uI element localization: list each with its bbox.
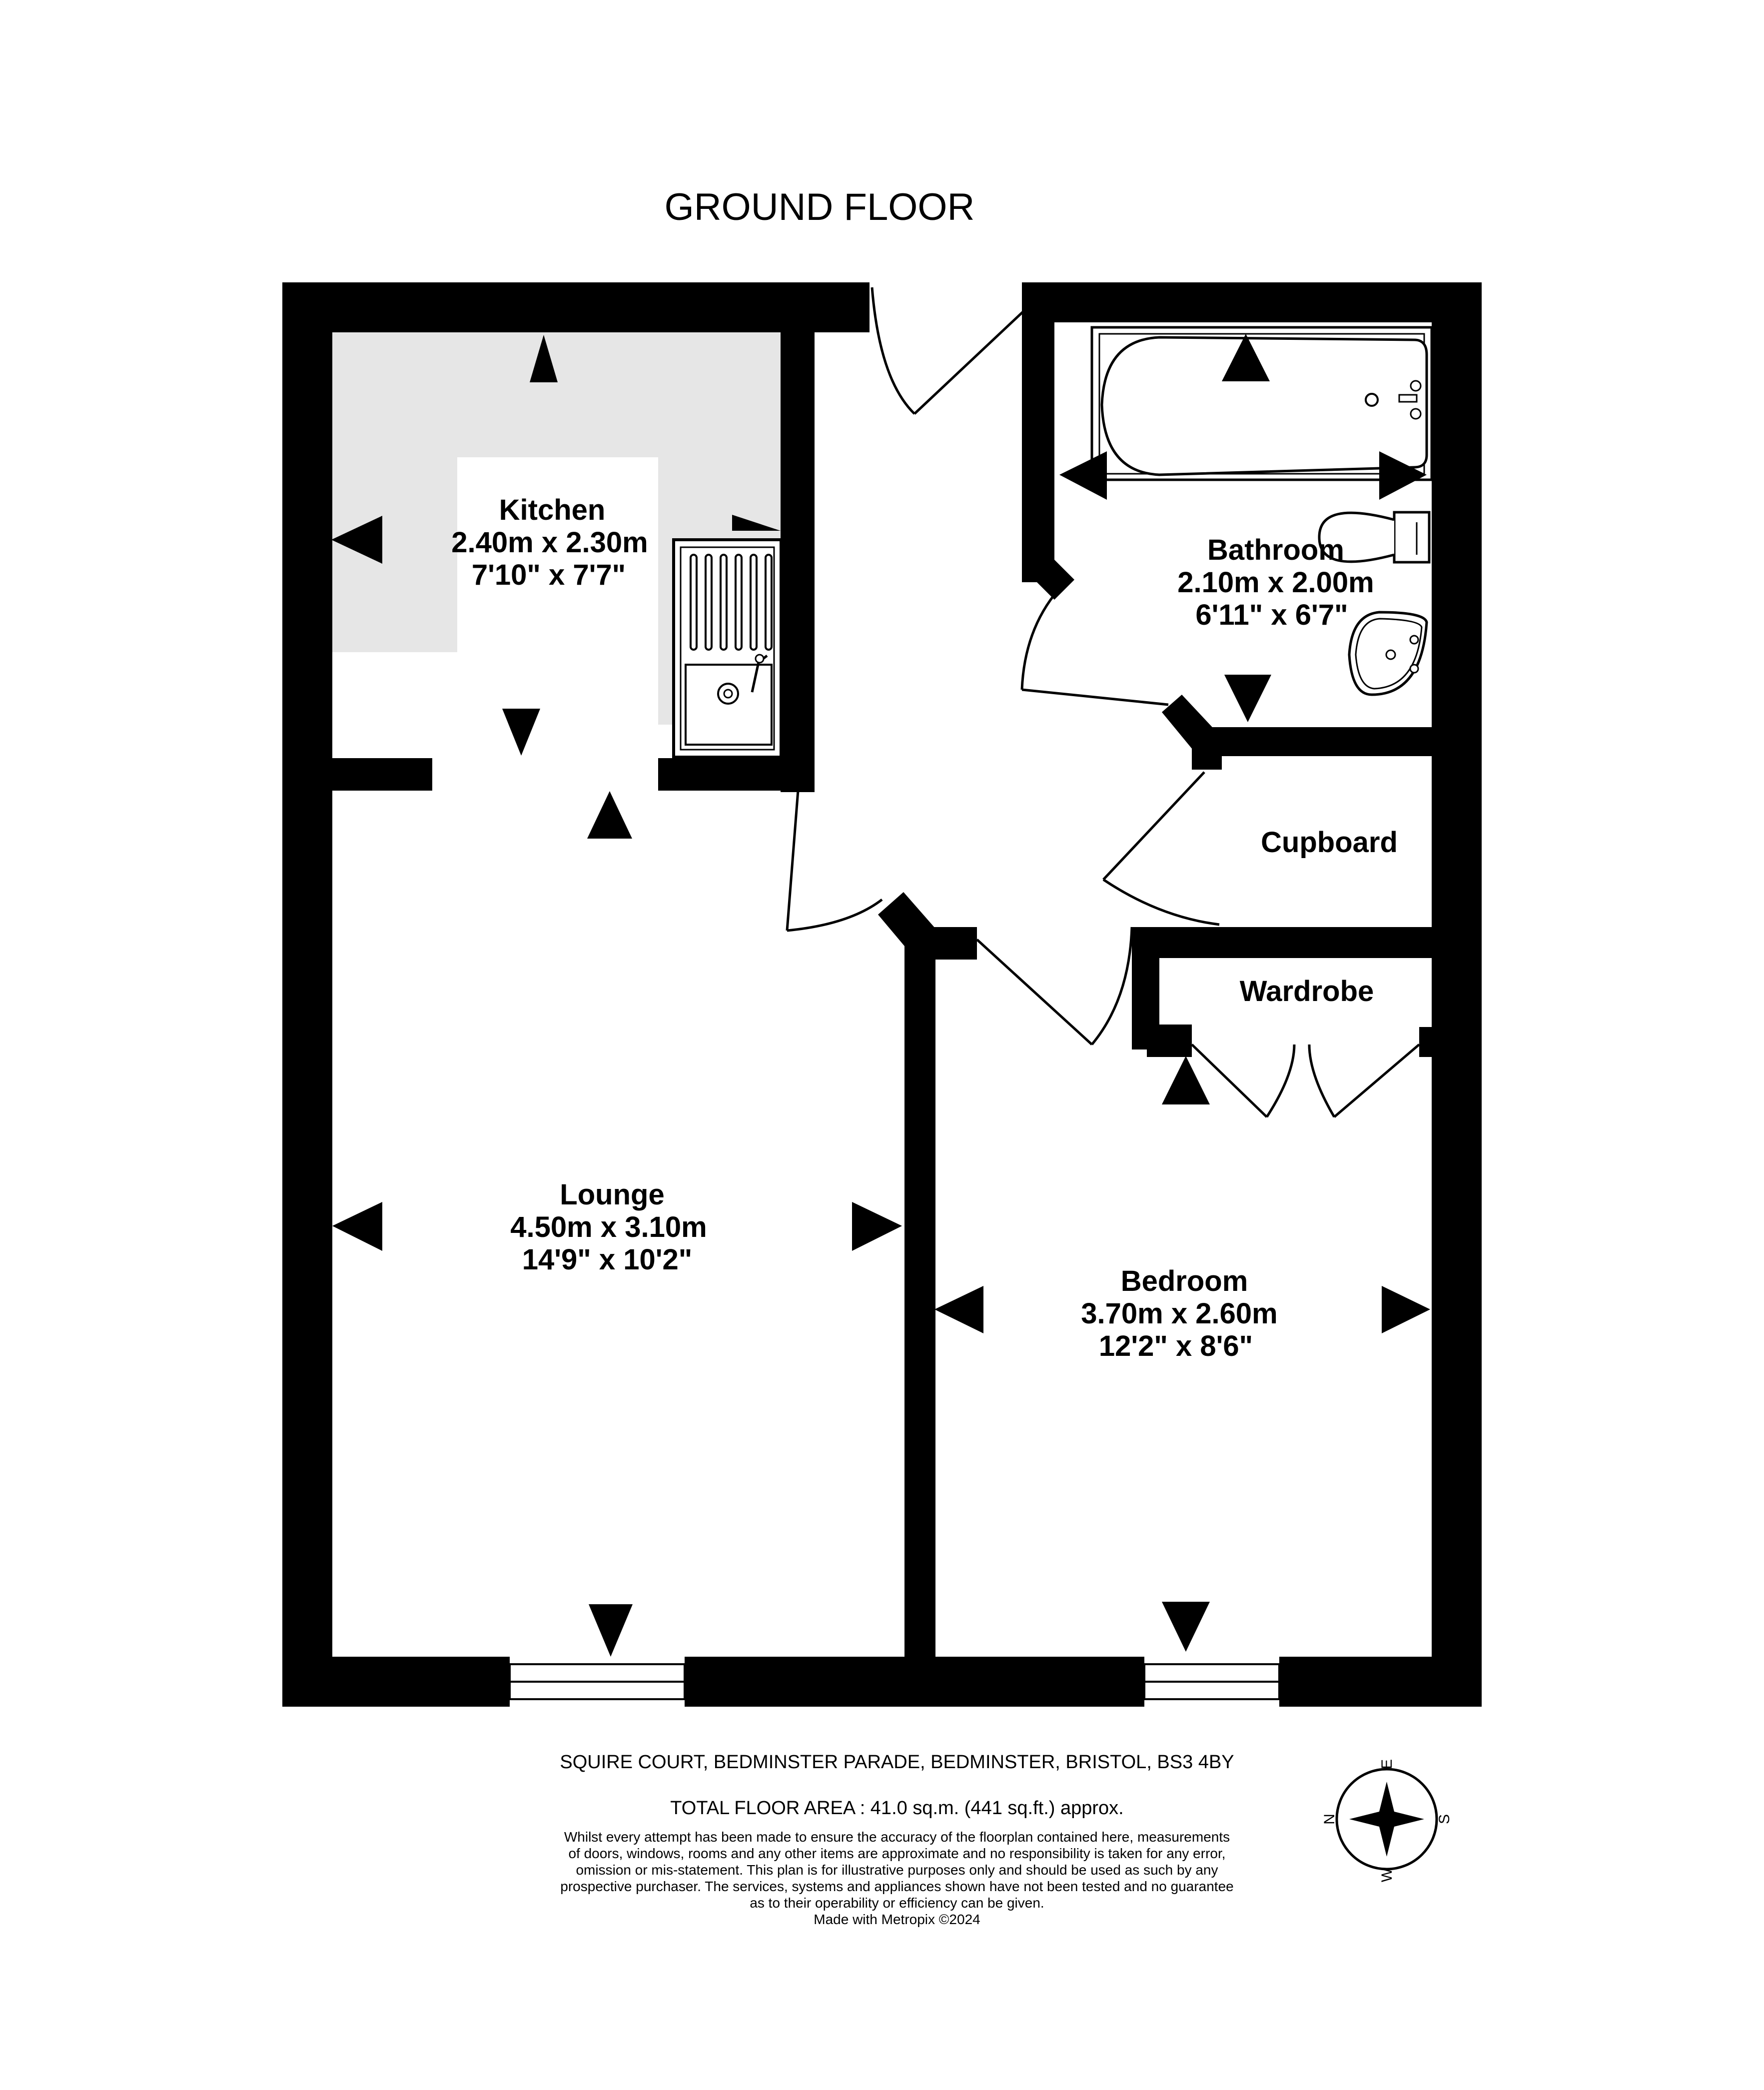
compass-n: N	[1321, 1814, 1338, 1825]
kitchen-label-bg	[457, 457, 658, 652]
bedroom-door	[976, 939, 1093, 1045]
bath-icon	[1090, 326, 1433, 481]
outer-wall-bottom-1	[282, 1657, 475, 1707]
disclaimer-line-2: of doors, windows, rooms and any other i…	[568, 1846, 1225, 1861]
sink-icon	[672, 538, 783, 759]
dimension-arrows	[331, 334, 1430, 1657]
bathroom-wall-angle	[1162, 695, 1219, 755]
lounge-door-swing	[787, 899, 883, 932]
window-lounge	[475, 1657, 720, 1707]
outer-wall-bottom-2	[720, 1657, 1109, 1707]
wardrobe-name: Wardrobe	[1240, 975, 1374, 1008]
bathroom-wall-left	[1022, 282, 1054, 582]
bedroom-door-swing	[1091, 927, 1133, 1045]
dimension-arrow-icon	[530, 335, 558, 382]
bathroom-name: Bathroom	[1207, 534, 1344, 566]
bathroom-door	[1021, 688, 1169, 706]
outer-wall-top-right	[1022, 282, 1482, 322]
floor-area-line: TOTAL FLOOR AREA : 41.0 sq.m. (441 sq.ft…	[670, 1798, 1123, 1819]
disclaimer-line-4: prospective purchaser. The services, sys…	[560, 1879, 1233, 1894]
window-bedroom	[1109, 1657, 1314, 1707]
kitchen-floor	[332, 332, 781, 725]
outer-wall-bottom-3	[1314, 1657, 1482, 1707]
dimension-arrow-icon	[1382, 1286, 1430, 1333]
dimension-arrow-icon	[1379, 451, 1427, 500]
dimension-arrow-icon	[1162, 1602, 1210, 1652]
dimension-arrow-icon	[587, 791, 632, 839]
dimension-arrow-icon	[331, 516, 382, 564]
kitchen-wall-right	[781, 332, 815, 792]
dimension-arrow-icon	[332, 1202, 382, 1251]
bathroom-wall-corner	[1034, 560, 1074, 600]
kitchen-metric: 2.40m x 2.30m	[451, 526, 648, 559]
compass-e: E	[1379, 1759, 1395, 1769]
dimension-arrow-icon	[589, 1604, 633, 1657]
floor-title: GROUND FLOOR	[665, 186, 975, 228]
walls	[282, 282, 1482, 1707]
bedroom-name: Bedroom	[1121, 1265, 1248, 1297]
dimension-arrow-icon	[732, 515, 781, 531]
compass-s: S	[1436, 1814, 1453, 1824]
credit-line: Made with Metropix ©2024	[814, 1912, 980, 1927]
entrance-door	[913, 310, 1024, 415]
disclaimer-line-1: Whilst every attempt has been made to en…	[564, 1829, 1230, 1845]
disclaimer-line-3: omission or mis-statement. This plan is …	[576, 1862, 1218, 1878]
wardrobe-door-left	[1191, 1044, 1268, 1118]
doors	[786, 287, 1420, 1118]
kitchen-imperial: 7'10" x 7'7"	[472, 559, 626, 591]
lounge-metric: 4.50m x 3.10m	[510, 1211, 707, 1243]
lounge-bedroom-wall	[904, 945, 935, 1659]
address-line: SQUIRE COURT, BEDMINSTER PARADE, BEDMINS…	[560, 1752, 1234, 1773]
cupboard-door	[1102, 771, 1205, 881]
cupboard-door-swing	[1102, 878, 1220, 926]
kitchen-lounge-wall-right	[658, 758, 815, 791]
dimension-arrow-icon	[502, 709, 540, 756]
compass-w: W	[1379, 1868, 1395, 1882]
toilet-icon	[1318, 511, 1431, 564]
wardrobe-wall-left-foot	[1147, 1025, 1192, 1057]
bedroom-metric: 3.70m x 2.60m	[1081, 1297, 1277, 1330]
outer-wall-top-left	[282, 282, 870, 332]
bathroom-door-swing	[1020, 589, 1059, 690]
disclaimer-line-5: as to their operability or efficiency ca…	[750, 1895, 1044, 1911]
bathroom-imperial: 6'11" x 6'7"	[1195, 599, 1348, 631]
compass-icon: N E S W	[1321, 1759, 1453, 1882]
bedroom-imperial: 12'2" x 8'6"	[1099, 1330, 1253, 1362]
bathroom-wall-bottom	[1219, 727, 1432, 756]
dimension-arrow-icon	[934, 1286, 983, 1333]
outer-wall-left	[282, 282, 332, 1707]
lounge-wall-corner	[878, 892, 935, 952]
outer-wall-right	[1432, 282, 1482, 1707]
dimension-arrow-icon	[1222, 334, 1270, 381]
wardrobe-wall-right-foot	[1419, 1027, 1434, 1057]
kitchen-lounge-wall-left	[332, 758, 432, 791]
dimension-arrow-icon	[1162, 1056, 1210, 1104]
kitchen-name: Kitchen	[499, 494, 606, 526]
lounge-imperial: 14'9" x 10'2"	[522, 1243, 693, 1276]
wardrobe-door-right-swing	[1308, 1044, 1336, 1118]
basin-icon	[1348, 611, 1428, 696]
wardrobe-door-right	[1333, 1044, 1420, 1118]
dimension-arrow-icon	[1059, 451, 1107, 500]
dimension-arrow-icon	[852, 1202, 902, 1251]
entrance-door-swing	[871, 287, 915, 415]
cupboard-name: Cupboard	[1261, 826, 1398, 859]
lounge-door	[786, 790, 800, 931]
wardrobe-door-left-swing	[1265, 1044, 1296, 1118]
lounge-name: Lounge	[560, 1178, 664, 1211]
bathroom-metric: 2.10m x 2.00m	[1177, 566, 1374, 599]
dimension-arrow-icon	[1224, 675, 1271, 722]
cupboard-wall-bottom	[1132, 927, 1432, 958]
